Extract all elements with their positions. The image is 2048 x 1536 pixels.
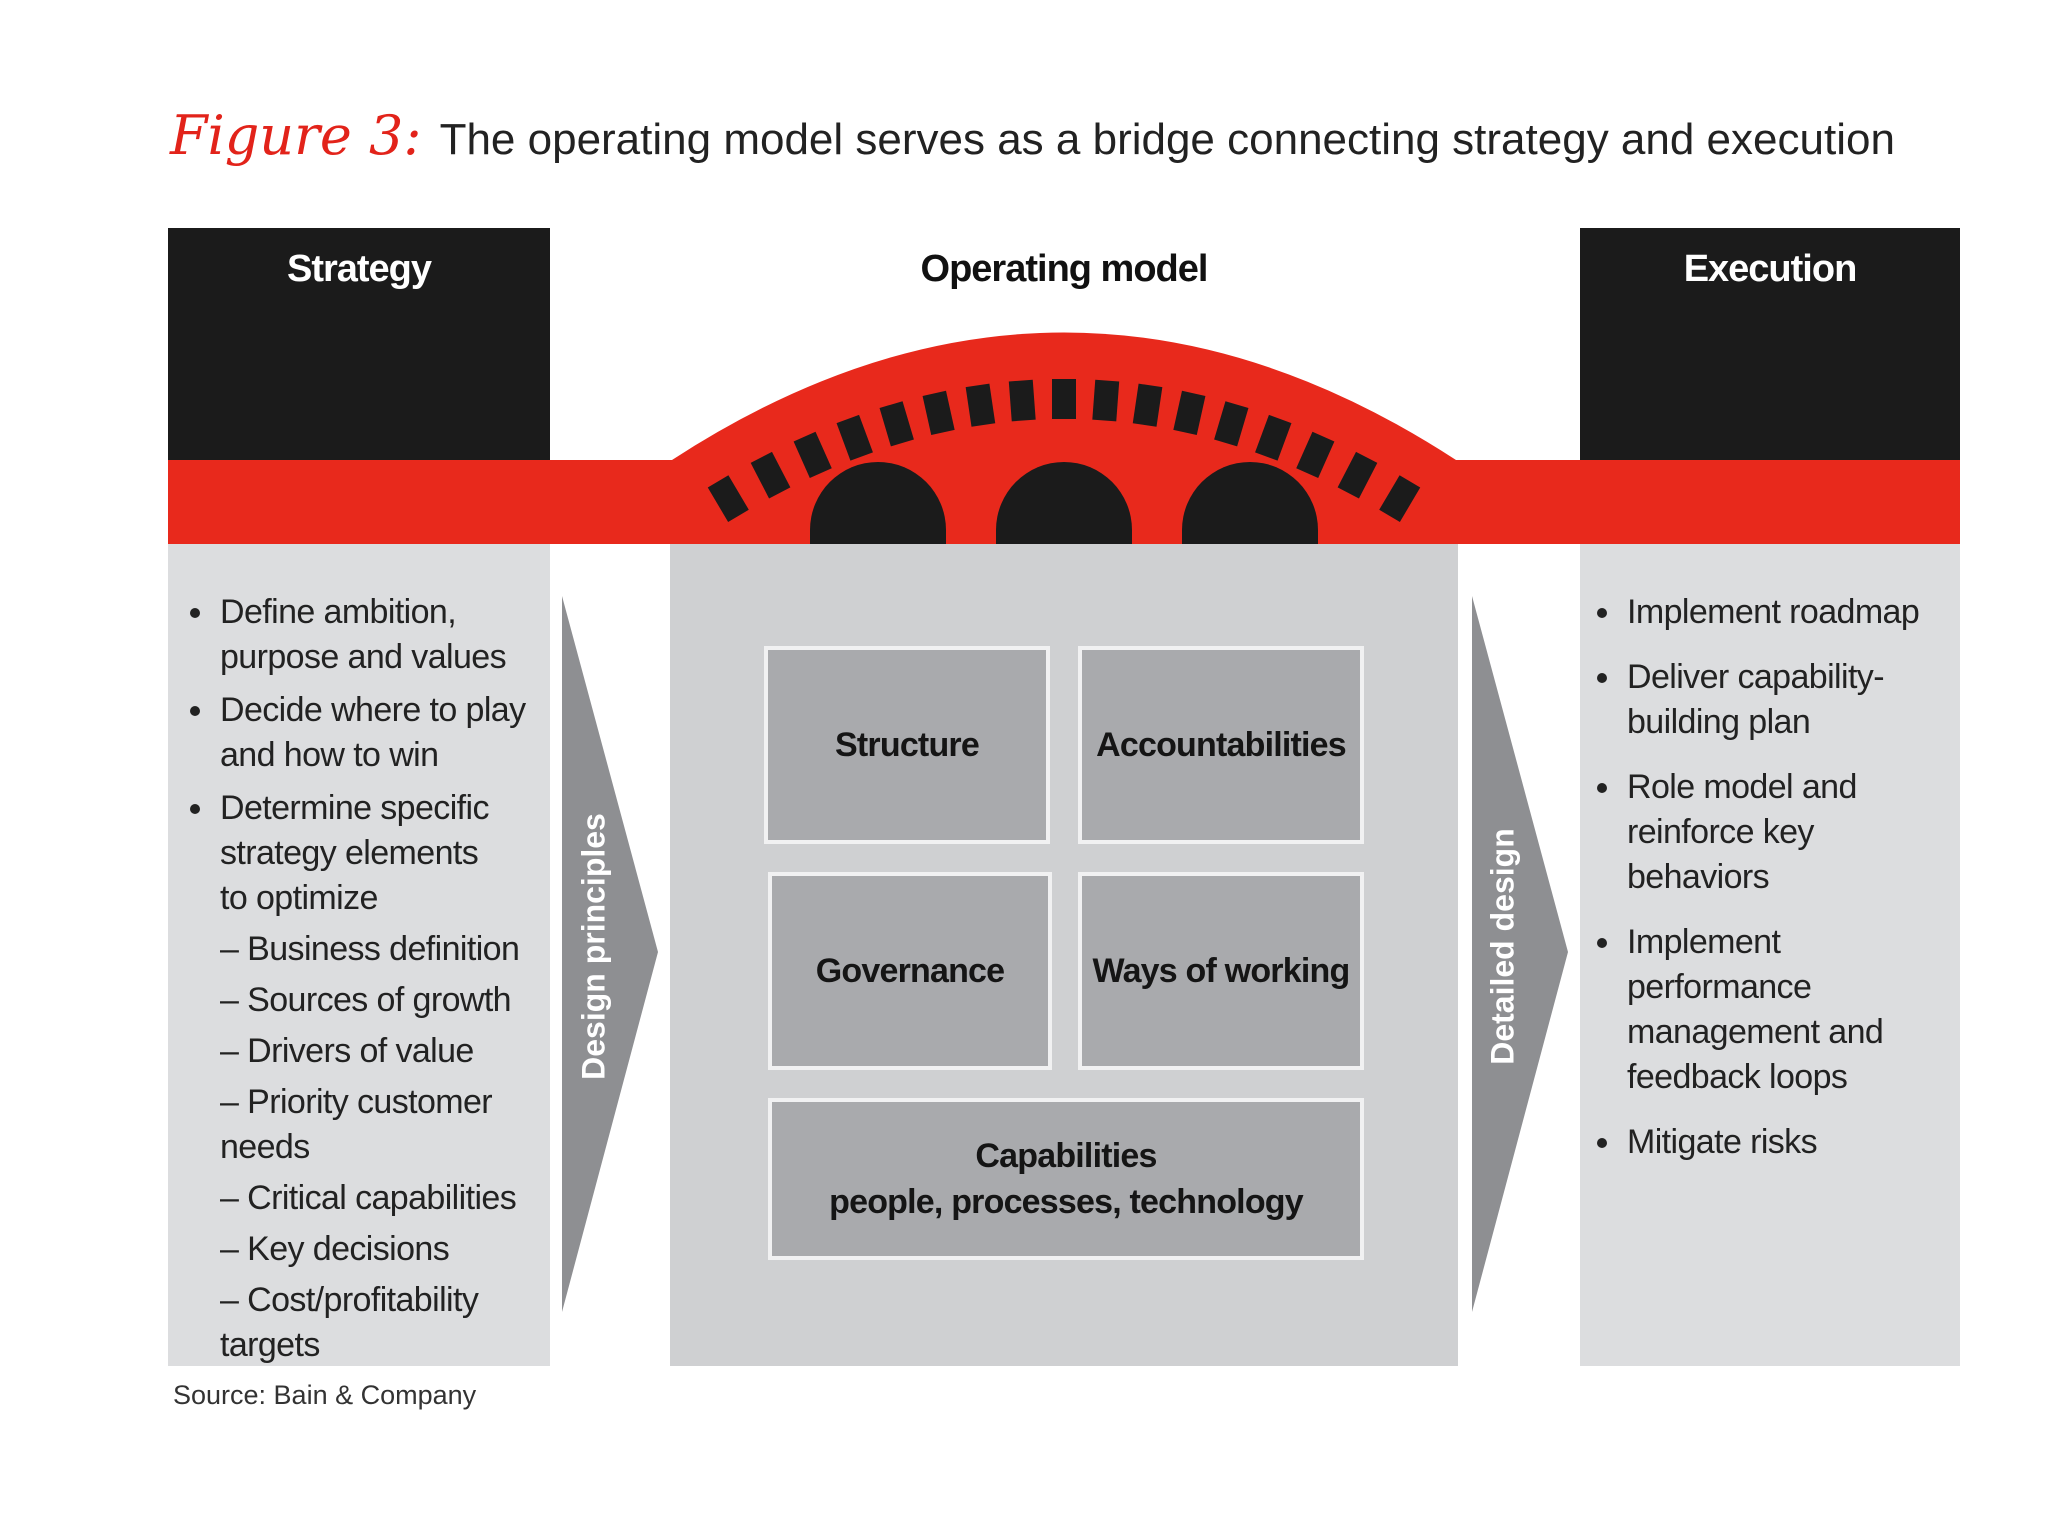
execution-item: Role model and	[1597, 765, 1959, 810]
execution-item: feedback loops	[1627, 1058, 1848, 1096]
arch-opening-2	[996, 462, 1132, 544]
design-principles-arrow	[562, 596, 658, 1312]
railing-post	[922, 390, 955, 436]
strategy-item: – Drivers of value	[220, 1032, 474, 1070]
arch-opening-3	[1182, 462, 1318, 544]
accountabilities-label: Accountabilities	[1096, 726, 1347, 764]
detailed-design-arrow	[1472, 596, 1568, 1312]
strategy-item: to optimize	[220, 879, 378, 917]
railing-post	[1052, 379, 1076, 419]
execution-item: Mitigate risks	[1597, 1120, 1959, 1165]
design-principles-label: Design principles	[575, 813, 612, 1080]
execution-item: reinforce key behaviors	[1627, 813, 1814, 896]
strategy-item: Decide where to play	[190, 688, 550, 733]
governance-box: Governance	[768, 872, 1052, 1070]
railing-post	[836, 414, 873, 461]
strategy-header: Strategy	[286, 248, 432, 290]
capabilities-title: Capabilities	[975, 1137, 1157, 1175]
railing-post	[1092, 379, 1120, 422]
railing-post	[1008, 379, 1036, 422]
strategy-item: purpose and values	[220, 638, 507, 676]
railing-post	[1337, 451, 1378, 499]
railing-post	[793, 431, 832, 479]
railing-post	[1255, 414, 1292, 461]
strategy-header-block	[168, 228, 550, 460]
strategy-panel	[168, 544, 550, 1366]
strategy-item: strategy elements	[220, 834, 479, 872]
execution-header: Execution	[1683, 248, 1858, 290]
railing-post	[1296, 431, 1335, 479]
execution-item: Implement performance	[1597, 920, 1959, 1010]
railing-post	[750, 451, 791, 499]
railing-post	[1173, 390, 1206, 436]
operating-model-header: Operating model	[920, 248, 1209, 290]
railing-post	[879, 401, 914, 447]
strategy-item: – Cost/profitability targets	[220, 1281, 479, 1364]
strategy-item: – Sources of growth	[220, 981, 512, 1019]
ways-of-working-label: Ways of working	[1092, 952, 1351, 990]
execution-item: Deliver capability-	[1597, 655, 1959, 700]
capabilities-subtitle: people, processes, technology	[829, 1183, 1304, 1221]
execution-item: Implement roadmap	[1597, 590, 1959, 635]
capabilities-box: Capabilities people, processes, technolo…	[768, 1098, 1364, 1260]
strategy-item: – Key decisions	[220, 1230, 450, 1268]
execution-panel	[1580, 544, 1960, 1366]
strategy-item: – Business definition	[220, 930, 520, 968]
strategy-item: – Critical capabilities	[220, 1179, 517, 1217]
strategy-item: – Priority customer needs	[220, 1083, 493, 1166]
source-note: Source: Bain & Company	[173, 1380, 477, 1410]
ways-of-working-box: Ways of working	[1078, 872, 1364, 1070]
structure-box: Structure	[764, 646, 1050, 844]
strategy-item: Determine specific	[190, 786, 550, 831]
strategy-item: and how to win	[220, 736, 439, 774]
governance-label: Governance	[815, 952, 1005, 990]
figure-title-text: The operating model serves as a bridge c…	[439, 115, 1895, 164]
detailed-design-label: Detailed design	[1484, 828, 1521, 1065]
figure-title: Figure 3: The operating model serves as a…	[170, 104, 1895, 167]
structure-label: Structure	[835, 726, 980, 764]
bridge-railing	[707, 379, 1421, 522]
arch-opening-1	[810, 462, 946, 544]
execution-header-block	[1580, 228, 1960, 460]
execution-item: building plan	[1627, 703, 1811, 741]
railing-post	[965, 383, 996, 427]
railing-post	[1214, 401, 1249, 447]
accountabilities-box: Accountabilities	[1078, 646, 1364, 844]
railing-post	[1132, 383, 1163, 427]
railing-post	[1379, 475, 1421, 522]
strategy-item: Define ambition,	[190, 590, 550, 635]
railing-post	[707, 475, 749, 522]
figure-label: Figure 3:	[170, 104, 422, 167]
execution-item: management and	[1627, 1013, 1884, 1051]
